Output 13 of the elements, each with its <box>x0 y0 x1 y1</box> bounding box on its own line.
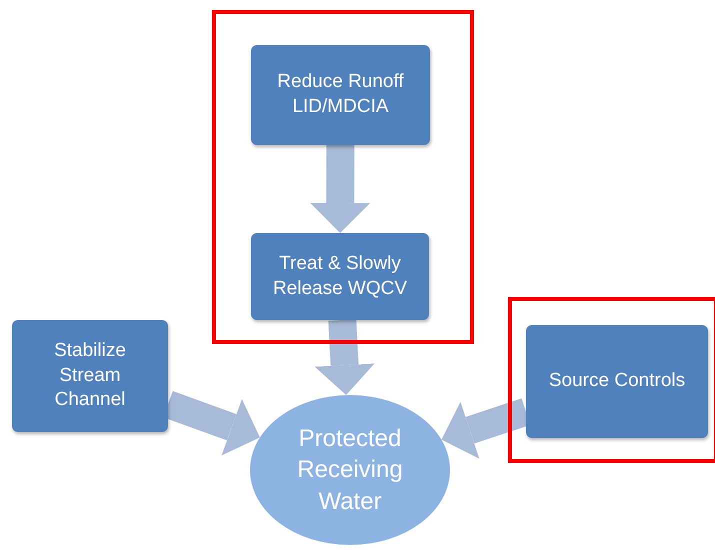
node-label: Reduce Runoff LID/MDCIA <box>276 70 405 119</box>
process-box <box>251 45 430 145</box>
node-label: Source Controls <box>548 369 686 394</box>
arrow <box>310 145 370 233</box>
highlight-frame <box>508 297 715 463</box>
node-label: Treat & Slowly Release WQCV <box>272 252 408 300</box>
process-box <box>526 325 708 438</box>
highlight-frame <box>212 10 474 344</box>
process-box <box>251 233 429 320</box>
process-box <box>12 320 168 432</box>
node-label: Protected Receiving Water <box>296 424 404 517</box>
node-label: Stabilize Stream Channel <box>53 338 127 412</box>
arrow <box>314 319 375 396</box>
